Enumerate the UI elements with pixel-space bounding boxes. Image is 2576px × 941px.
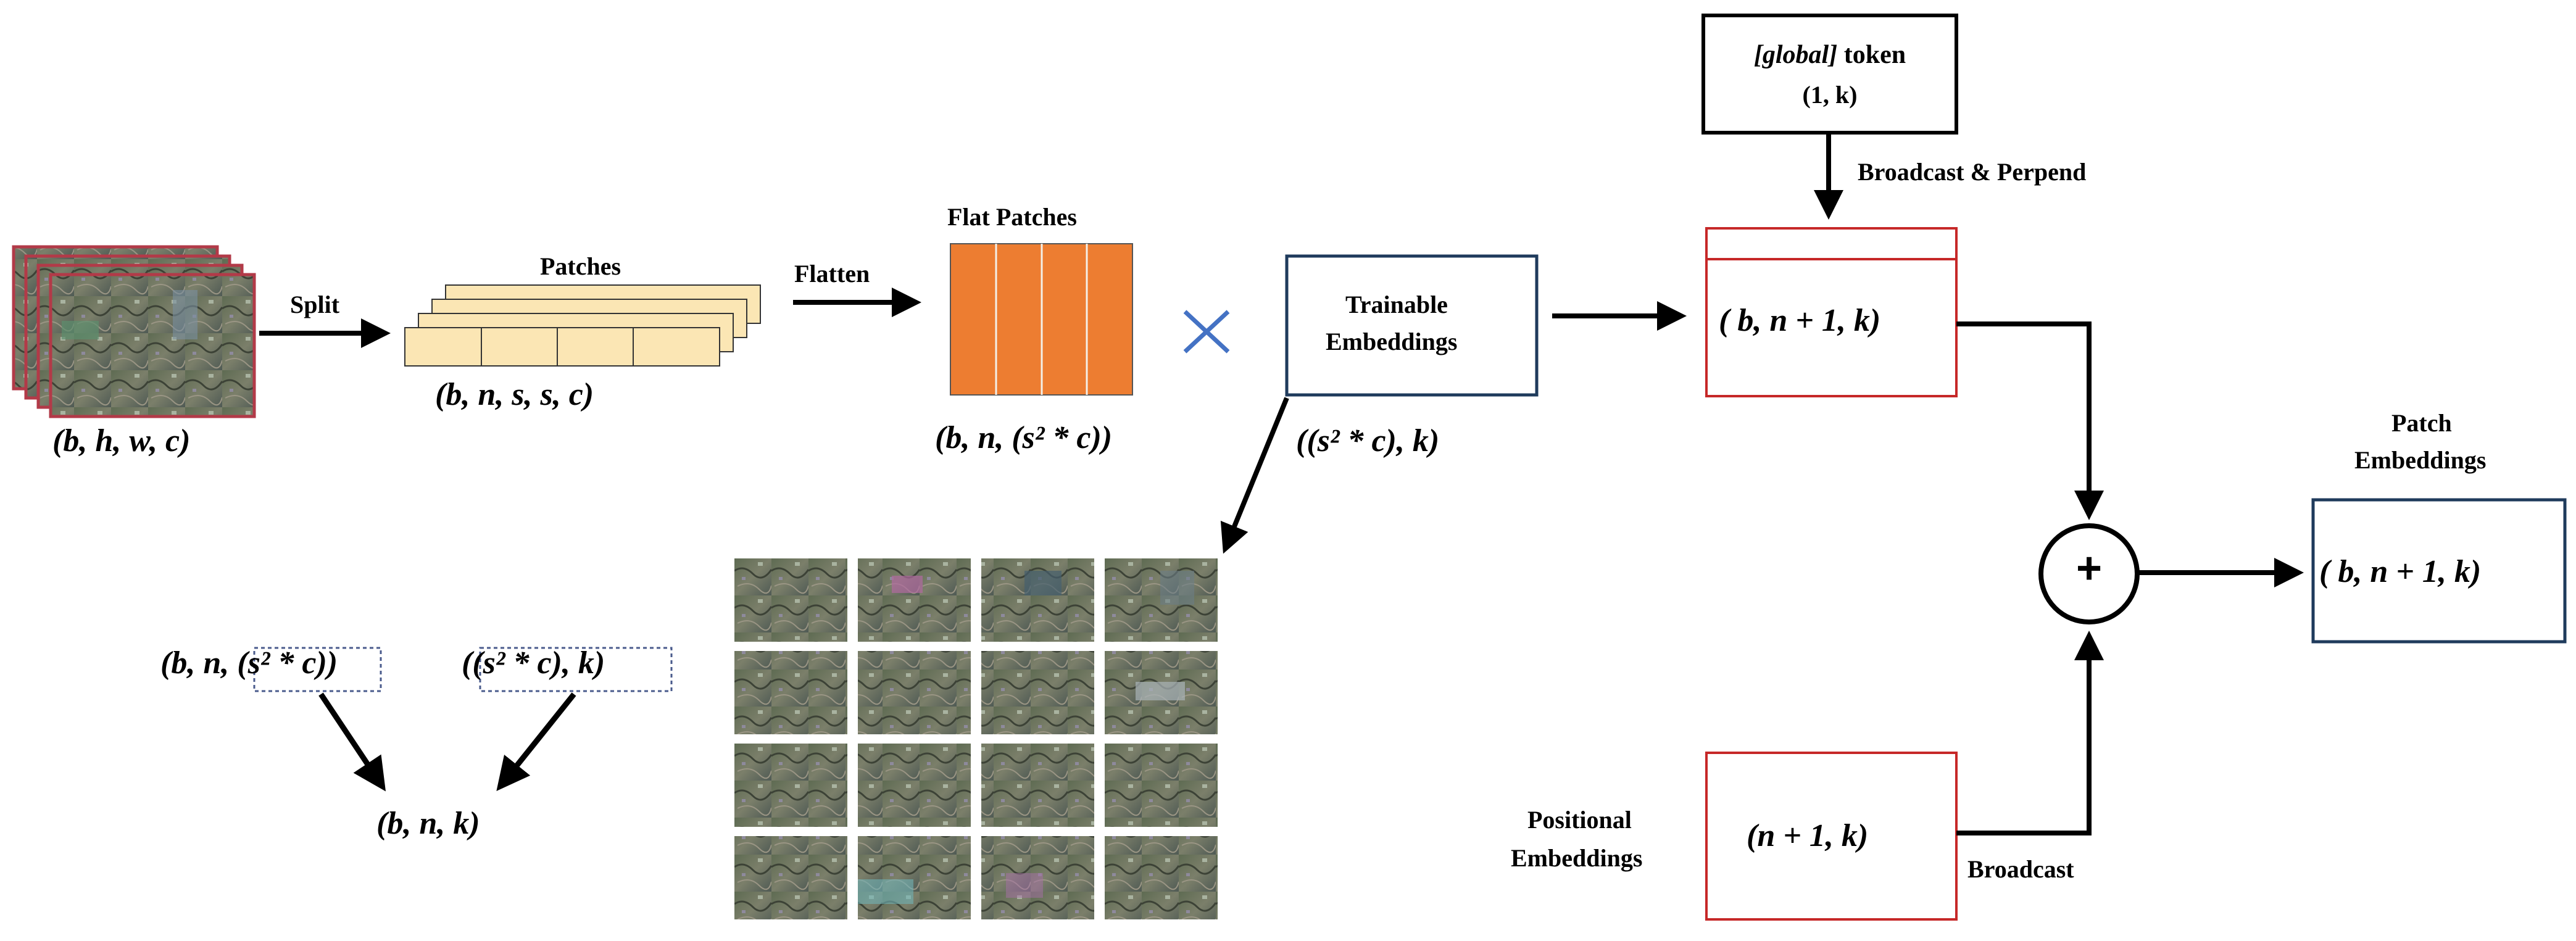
eq-right-suffix: ) [594,645,605,681]
patches-stack [404,284,761,367]
patches-shape: (b, n, s, s, c) [435,377,594,412]
eq-right-prefix: ( [462,645,473,681]
global-token-box [1701,14,1958,135]
trainable-embeddings-box [1285,254,1539,397]
trainable-label-line1: Trainable [1345,291,1448,318]
flat-patches-label: Flat Patches [947,203,1077,231]
plus-sign: + [2075,544,2103,593]
global-token-rest: token [1837,41,1906,69]
patch-embeddings-label-line2: Embeddings [2354,446,2487,474]
eq-left-prefix: (b, n, [160,645,238,681]
eq-right-box-text: (s² * c), k [472,645,594,681]
concat-shape: ( b, n + 1, k) [1719,303,1881,338]
eq-left-box-text: (s² * c) [237,645,327,681]
positional-label-line1: Positional [1527,806,1632,834]
flat-patches-block [950,243,1133,396]
input-shape: (b, h, w, c) [52,423,191,458]
broadcast-prepend-label: Broadcast & Perpend [1858,158,2087,186]
eq-left-dashed-box [253,647,382,692]
split-label: Split [290,291,340,318]
patch-embeddings-box [2311,498,2567,644]
positional-to-plus-arrow [1956,631,2104,835]
concat-box [1705,227,1958,397]
global-token-title: [global] token [1716,40,1944,70]
eq-left-suffix: ) [326,645,338,681]
eq-left-arrow [318,692,386,792]
broadcast-label: Broadcast [1967,855,2074,883]
trainable-to-grid-arrow [1220,397,1289,554]
flatten-label: Flatten [794,260,870,288]
patch-image-grid [734,558,1218,919]
positional-embeddings-box [1705,752,1958,921]
flat-patches-shape: (b, n, (s² * c)) [935,420,1113,455]
input-image-stack [12,245,256,418]
positional-shape: (n + 1, k) [1747,818,1869,853]
eq-right-arrow [496,692,576,792]
trainable-shape: ((s² * c), k) [1296,423,1440,458]
positional-label-line2: Embeddings [1511,844,1643,872]
eq-right-dashed-box [479,647,673,692]
global-token-shape: (1, k) [1802,81,1858,109]
multiply-cross-icon [1183,310,1230,354]
concat-to-plus-arrow [1956,321,2104,520]
eq-result: (b, n, k) [376,806,480,841]
global-token-word: [global] [1753,41,1838,69]
patch-embeddings-label-line1: Patch [2391,409,2452,437]
output-shape: ( b, n + 1, k) [2319,554,2482,589]
eq-left: (b, n, (s² * c)) [160,645,338,681]
trainable-label-line2: Embeddings [1326,328,1458,355]
eq-right: ((s² * c), k) [462,645,605,681]
patches-label: Patches [540,252,621,280]
